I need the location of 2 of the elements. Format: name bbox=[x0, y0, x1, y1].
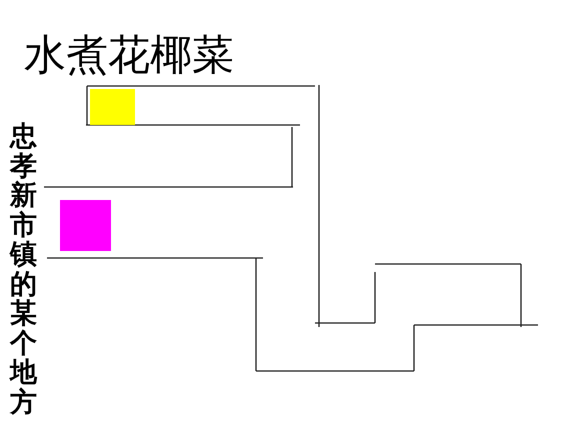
vertical-label: 忠孝新市镇的某个地方 bbox=[10, 122, 38, 417]
title: 水煮花椰菜 bbox=[24, 30, 234, 80]
